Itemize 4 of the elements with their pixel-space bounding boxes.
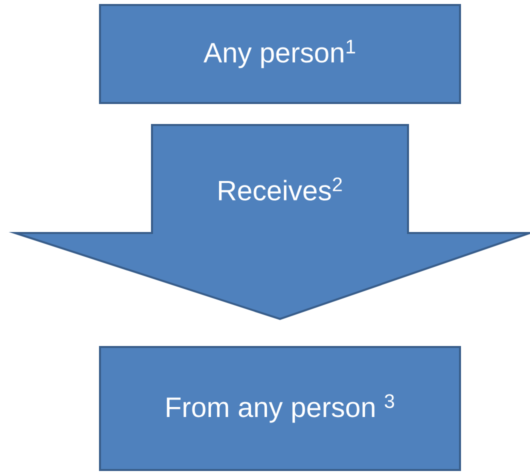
process-box: Any person$^{1}$ [99,4,461,104]
block-arrow [8,124,530,320]
process-box: From any person $^{3}$ [99,346,461,471]
edge-label: Receives$^{2}$ [219,178,342,200]
